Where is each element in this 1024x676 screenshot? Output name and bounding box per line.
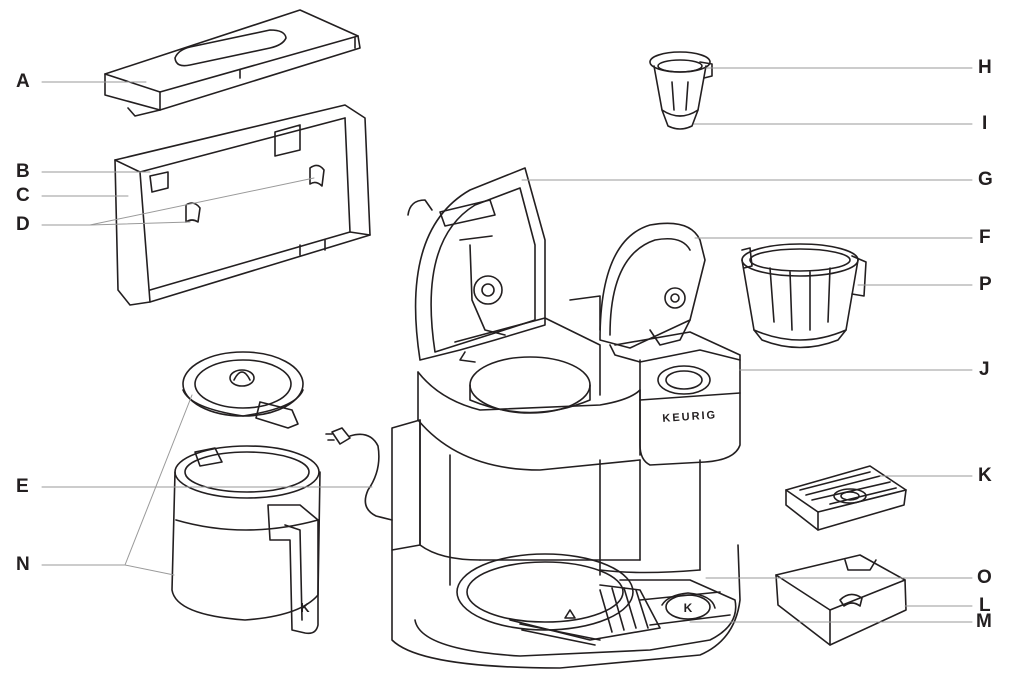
carafe-handle-logo: K bbox=[300, 600, 310, 615]
callout-f: F bbox=[979, 227, 991, 248]
callout-c: C bbox=[16, 185, 30, 206]
callout-j: J bbox=[979, 359, 990, 380]
callout-b: B bbox=[16, 161, 30, 182]
callout-i: I bbox=[982, 113, 988, 134]
water-reservoir bbox=[114, 104, 371, 306]
reservoir-lid bbox=[104, 9, 361, 117]
callout-k: K bbox=[978, 465, 992, 486]
callout-n: N bbox=[16, 554, 30, 575]
brewer-open-lid bbox=[407, 167, 601, 414]
drip-tray-grate bbox=[785, 465, 907, 531]
carafe-lid bbox=[182, 351, 304, 429]
brewer-body bbox=[391, 295, 741, 669]
callout-e: E bbox=[16, 476, 29, 497]
leader-lines bbox=[41, 67, 973, 623]
callout-o: O bbox=[977, 567, 992, 588]
callout-g: G bbox=[978, 169, 993, 190]
brew-basket bbox=[741, 243, 867, 349]
brew-basket-cup bbox=[649, 51, 713, 130]
callout-a: A bbox=[16, 71, 30, 92]
callout-d: D bbox=[16, 214, 30, 235]
carafe bbox=[171, 445, 321, 635]
callout-l: L bbox=[979, 595, 991, 616]
drip-tray-logo: K bbox=[684, 601, 693, 615]
power-cord bbox=[325, 427, 393, 521]
callout-m: M bbox=[976, 611, 992, 632]
callout-p: P bbox=[979, 274, 992, 295]
callout-h: H bbox=[978, 57, 992, 78]
pod-holder-assembly bbox=[599, 222, 741, 466]
drip-tray bbox=[775, 554, 907, 646]
brand-label: KEURIG bbox=[662, 409, 717, 425]
